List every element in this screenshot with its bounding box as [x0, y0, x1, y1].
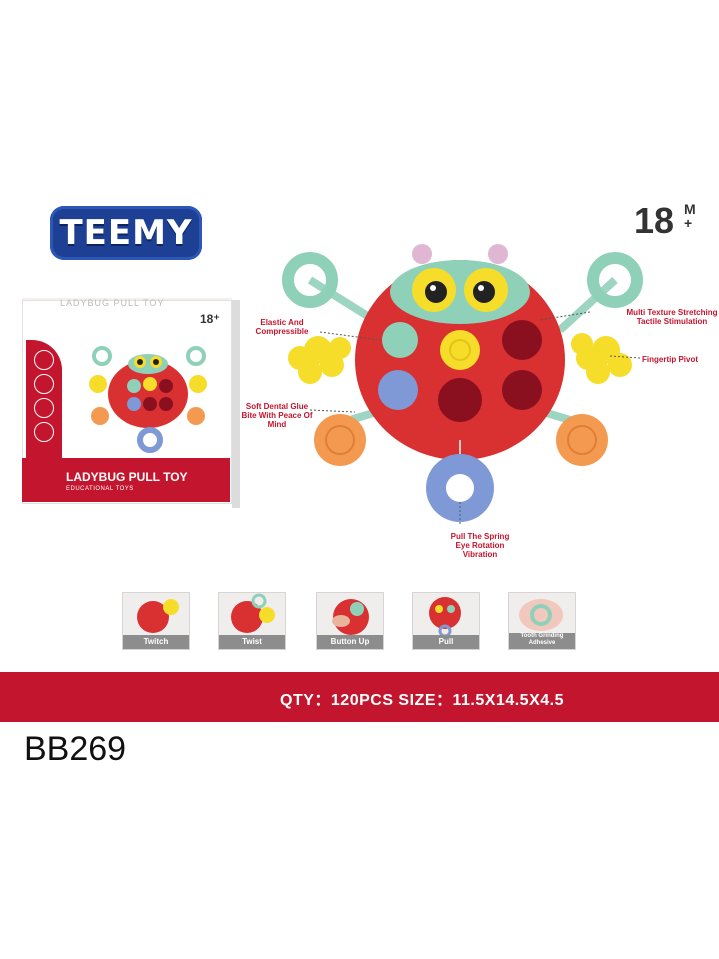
product-code: BB269 — [24, 730, 127, 768]
annotation-fingertip: Fingertip Pivot — [642, 355, 698, 364]
yellow-swirl-button — [440, 330, 480, 370]
package-title: LADYBUG PULL TOY — [66, 470, 188, 484]
pull-image — [429, 597, 461, 638]
mint-ring-right — [587, 252, 643, 308]
package-title-band — [22, 458, 230, 502]
annotation-soft-dental: Soft Dental Glue Bite With Peace Of Mind — [241, 402, 313, 429]
tooth-grinding-image — [519, 599, 563, 631]
orange-foot-right — [556, 414, 608, 466]
button-up-image — [332, 599, 369, 635]
step-label: Pull — [413, 635, 479, 649]
step-label: Button Up — [317, 635, 383, 649]
teemy-logo: TEEMY — [50, 206, 202, 260]
feature-icon — [34, 350, 54, 370]
package-top-label: LADYBUG PULL TOY — [60, 298, 165, 308]
age-badge: 18 M+ — [634, 200, 696, 242]
age-number: 18 — [634, 200, 675, 241]
annotation-elastic: Elastic And Compressible — [255, 318, 309, 336]
annotation-pull-spring: Pull The Spring Eye Rotation Vibration — [450, 532, 510, 559]
logo-text: TEEMY — [59, 213, 193, 253]
step-button-up: Button Up — [316, 592, 384, 650]
step-tooth-grinding: Tooth Grinding Adhesive — [508, 592, 576, 650]
step-pull: Pull — [412, 592, 480, 650]
age-unit: M+ — [684, 201, 696, 231]
yellow-flower-right — [571, 333, 632, 384]
package-subtitle: EDUCATIONAL TOYS — [66, 486, 134, 492]
spec-banner — [0, 672, 719, 722]
main-toy-image — [282, 244, 643, 525]
package-age: 18⁺ — [200, 312, 220, 326]
mint-ring-left — [282, 252, 338, 308]
spec-text: QTY：120PCS SIZE：11.5X14.5X4.5 — [280, 692, 564, 709]
annotation-multi-texture: Multi Texture Stretching Tactile Stimula… — [626, 308, 718, 326]
package-toy-image — [89, 346, 207, 453]
ladybug-face — [390, 260, 530, 324]
twitch-image — [137, 599, 179, 633]
feature-icon — [34, 398, 54, 418]
package-box-side — [232, 300, 240, 508]
step-label: Twitch — [123, 635, 189, 649]
orange-foot-left — [314, 414, 366, 466]
step-twitch: Twitch — [122, 592, 190, 650]
blue-button — [378, 370, 418, 410]
yellow-flower-left — [288, 336, 351, 384]
package-icon-strip — [26, 340, 62, 468]
mint-button — [382, 322, 418, 358]
step-label: Twist — [219, 635, 285, 649]
blue-gear-ring — [426, 454, 494, 522]
step-label: Tooth Grinding Adhesive — [509, 633, 575, 649]
feature-icon — [34, 374, 54, 394]
step-twist: Twist — [218, 592, 286, 650]
feature-icon — [34, 422, 54, 442]
twist-image — [231, 593, 275, 633]
